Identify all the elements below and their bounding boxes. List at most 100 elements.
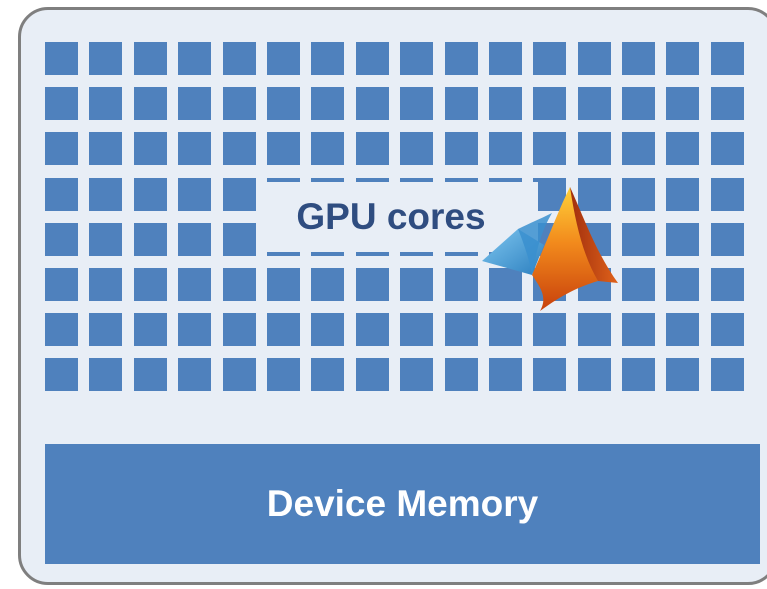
gpu-core <box>89 267 123 301</box>
gpu-core <box>355 267 389 301</box>
gpu-core <box>89 132 123 166</box>
gpu-core <box>311 267 345 301</box>
gpu-core <box>222 87 256 121</box>
gpu-core <box>133 177 167 211</box>
cores-label-background <box>260 182 538 252</box>
gpu-core <box>45 42 78 75</box>
gpu-core <box>444 267 478 301</box>
gpu-core <box>311 358 345 392</box>
gpu-core <box>355 358 389 392</box>
gpu-core <box>89 222 123 256</box>
gpu-core <box>222 358 256 392</box>
gpu-core <box>222 177 256 211</box>
logo-peak <box>532 187 598 311</box>
gpu-core <box>222 267 256 301</box>
gpu-core <box>710 42 744 75</box>
gpu-core <box>533 177 567 211</box>
gpu-core <box>45 222 78 256</box>
gpu-core <box>444 313 478 347</box>
gpu-core <box>178 177 212 211</box>
gpu-cores-label: GPU cores <box>296 196 486 237</box>
gpu-core <box>222 42 256 75</box>
gpu-core <box>311 132 345 166</box>
gpu-core <box>133 313 167 347</box>
gpu-core <box>444 132 478 166</box>
gpu-core <box>266 358 300 392</box>
gpu-core <box>577 132 611 166</box>
gpu-core <box>311 313 345 347</box>
gpu-core <box>488 42 522 75</box>
gpu-core <box>178 222 212 256</box>
gpu-core <box>577 87 611 121</box>
gpu-core <box>666 87 700 121</box>
gpu-core <box>266 42 300 75</box>
gpu-core <box>400 87 434 121</box>
gpu-core <box>622 358 656 392</box>
gpu-core <box>710 358 744 392</box>
gpu-core <box>222 132 256 166</box>
gpu-core <box>133 87 167 121</box>
gpu-core <box>533 42 567 75</box>
gpu-core <box>710 87 744 121</box>
gpu-core <box>178 358 212 392</box>
gpu-core <box>666 177 700 211</box>
gpu-core <box>89 177 123 211</box>
gpu-core <box>444 42 478 75</box>
gpu-core <box>710 177 744 211</box>
gpu-core <box>45 177 78 211</box>
gpu-core <box>400 267 434 301</box>
logo-fold <box>518 213 552 275</box>
gpu-core <box>710 132 744 166</box>
gpu-core <box>533 313 567 347</box>
gpu-core <box>400 42 434 75</box>
gpu-core <box>266 313 300 347</box>
gpu-core <box>266 132 300 166</box>
gpu-core <box>622 87 656 121</box>
gpu-core <box>577 313 611 347</box>
gpu-core <box>666 222 700 256</box>
gpu-core <box>133 358 167 392</box>
gpu-core <box>488 267 522 301</box>
gpu-core <box>710 267 744 301</box>
gpu-core <box>133 222 167 256</box>
gpu-core <box>710 313 744 347</box>
gpu-core <box>178 313 212 347</box>
gpu-core <box>666 267 700 301</box>
gpu-core <box>488 358 522 392</box>
gpu-core <box>577 42 611 75</box>
gpu-core <box>45 87 78 121</box>
gpu-core <box>622 313 656 347</box>
gpu-core <box>622 132 656 166</box>
gpu-core <box>133 132 167 166</box>
gpu-core <box>45 313 78 347</box>
gpu-core <box>533 132 567 166</box>
gpu-core <box>666 42 700 75</box>
gpu-core <box>222 313 256 347</box>
gpu-core <box>311 87 345 121</box>
gpu-core <box>89 42 123 75</box>
gpu-core <box>577 177 611 211</box>
gpu-core <box>622 42 656 75</box>
gpu-core <box>89 313 123 347</box>
gpu-core <box>400 132 434 166</box>
device-memory-block: Device Memory <box>45 444 760 564</box>
gpu-core <box>400 358 434 392</box>
gpu-core <box>266 87 300 121</box>
gpu-core <box>178 42 212 75</box>
gpu-core <box>444 358 478 392</box>
gpu-core <box>133 267 167 301</box>
matlab-logo-icon <box>482 187 618 311</box>
gpu-core <box>622 222 656 256</box>
gpu-core <box>488 132 522 166</box>
gpu-core <box>400 313 434 347</box>
gpu-core <box>710 222 744 256</box>
gpu-core <box>533 87 567 121</box>
gpu-core <box>622 177 656 211</box>
gpu-core <box>666 132 700 166</box>
gpu-core <box>133 42 167 75</box>
logo-right-slope <box>566 187 618 283</box>
gpu-core <box>666 358 700 392</box>
gpu-core <box>89 358 123 392</box>
gpu-core <box>178 132 212 166</box>
gpu-core <box>45 267 78 301</box>
